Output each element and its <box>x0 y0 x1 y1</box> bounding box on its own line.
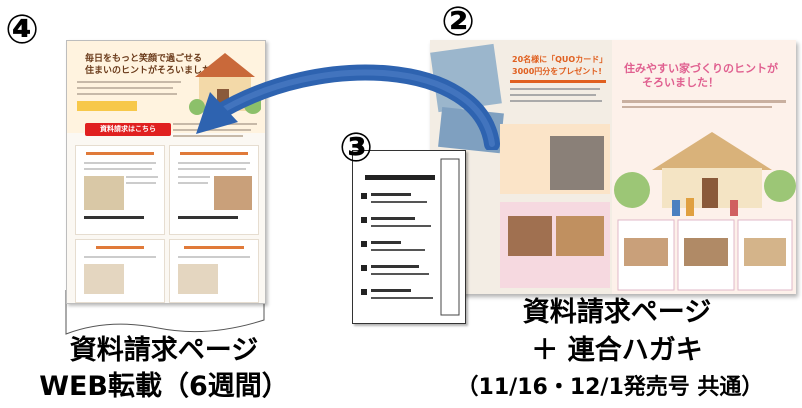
magazine-right-page <box>612 40 796 294</box>
web-page-title-line2: 住まいのヒントがそろいました！ <box>85 66 221 76</box>
magazine-left-heading-1: 20名様に「QUOカード」 <box>512 55 608 64</box>
web-card <box>75 239 165 303</box>
web-card <box>75 145 165 235</box>
web-card <box>169 145 259 235</box>
marker-3: ③ <box>339 125 373 171</box>
caption-magazine-line3: （11/16・12/1発売号 共通） <box>456 375 764 400</box>
magazine-right-heading-1: 住みやすい家づくりのヒントが <box>624 62 778 75</box>
magazine-spread: 20名様に「QUOカード」 3000円分をプレゼント! 住みやすい家づくりのヒン… <box>430 40 796 294</box>
magazine-right-heading-2: そろいました！ <box>642 76 719 89</box>
caption-magazine-line1: 資料請求ページ <box>522 297 712 328</box>
magazine-left-page <box>430 40 612 294</box>
caption-magazine-line2: ＋ 連合ハガキ <box>531 335 703 366</box>
caption-web-line2: WEB転載（6週間） <box>39 371 289 402</box>
transfer-arrow <box>196 64 500 150</box>
request-button[interactable]: 資料請求はこちら <box>85 123 171 136</box>
postcard-form-lines <box>361 158 460 316</box>
web-intro-text <box>77 81 181 111</box>
web-card <box>169 239 259 303</box>
marker-2: ② <box>441 0 475 45</box>
magazine-left-heading-2: 3000円分をプレゼント! <box>512 67 602 76</box>
reply-postcard <box>352 150 466 324</box>
caption-web-line1: 資料請求ページ <box>69 335 259 366</box>
web-page-title-line1: 毎日をもっと笑顔で過ごせる <box>85 54 203 64</box>
marker-4: ④ <box>5 7 39 53</box>
